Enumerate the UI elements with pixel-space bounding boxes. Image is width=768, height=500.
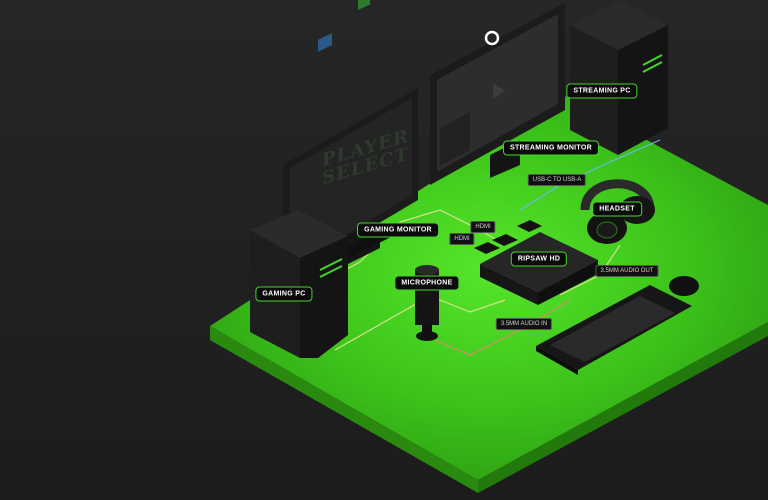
keyboard bbox=[536, 285, 692, 375]
label-streaming-monitor: STREAMING MONITOR bbox=[503, 140, 599, 156]
hdmi-plugs bbox=[474, 220, 542, 254]
streaming-monitor bbox=[430, 3, 565, 185]
mouse-icon bbox=[669, 276, 699, 296]
label-usb: USB-C TO USB-A bbox=[527, 174, 587, 186]
label-streaming-pc: STREAMING PC bbox=[566, 83, 638, 99]
label-ripsaw-hd: RIPSAW HD bbox=[510, 251, 568, 267]
label-hdmi-2: HDMI bbox=[449, 233, 475, 245]
ring-icon bbox=[484, 30, 500, 46]
label-microphone: MICROPHONE bbox=[394, 275, 460, 291]
label-hdmi-1: HDMI bbox=[470, 221, 496, 233]
desk bbox=[210, 96, 768, 493]
label-gaming-monitor: GAMING MONITOR bbox=[357, 222, 439, 238]
headset bbox=[580, 179, 655, 244]
label-gaming-pc: GAMING PC bbox=[255, 286, 313, 302]
streaming-pc-tower bbox=[570, 0, 668, 155]
cables bbox=[289, 139, 661, 356]
play-icon bbox=[493, 83, 505, 99]
gaming-pc-tower bbox=[250, 210, 348, 358]
label-audio-in: 3.5MM AUDIO IN bbox=[495, 318, 553, 330]
label-audio-out: 3.5MM AUDIO OUT bbox=[595, 265, 659, 277]
label-headset: HEADSET bbox=[592, 201, 642, 217]
